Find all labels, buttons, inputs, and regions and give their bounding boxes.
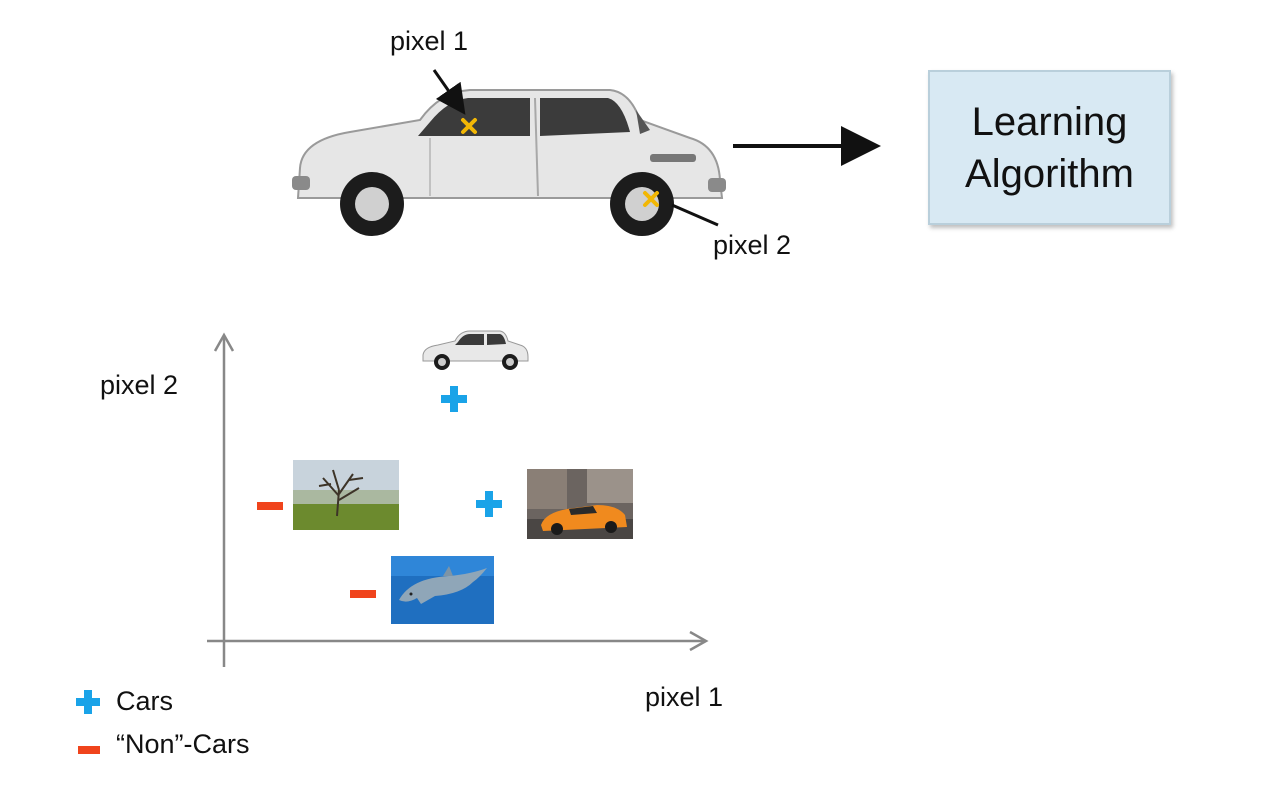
pixel2-marker-icon <box>642 190 660 208</box>
legend-label-cars: Cars <box>116 686 174 716</box>
legend-label-non-cars: “Non”-Cars <box>116 729 250 759</box>
x-axis-label: pixel 1 <box>645 682 724 712</box>
sample-image-dolphin <box>391 556 494 624</box>
sample-minus-icon-1 <box>257 498 283 510</box>
legend-minus-icon <box>78 741 100 754</box>
car-image-large <box>290 80 730 245</box>
sample-plus-icon-2 <box>474 489 504 519</box>
learning-algorithm-box: Learning Algorithm <box>928 70 1171 225</box>
pixel2-pointer-line <box>671 203 719 227</box>
y-axis-arrowhead <box>213 332 235 352</box>
sample-image-tree <box>293 460 399 530</box>
legend-plus-icon <box>74 688 102 716</box>
pixel2-label: pixel 2 <box>713 230 792 260</box>
pixel1-marker-icon <box>460 117 478 135</box>
pixel1-pointer-arrow <box>432 69 466 115</box>
sample-image-small-white-car <box>420 327 530 372</box>
pointer-lines <box>432 69 881 227</box>
pixel1-label: pixel 1 <box>390 26 469 56</box>
sample-plus-icon-1 <box>439 384 469 414</box>
y-axis-label: pixel 2 <box>100 370 179 400</box>
sample-image-orange-sports-car <box>527 469 633 539</box>
algorithm-line2: Algorithm <box>965 151 1134 196</box>
legend: Cars “Non”-Cars <box>74 686 374 772</box>
algorithm-line1: Learning <box>971 99 1128 144</box>
x-axis-arrowhead <box>689 630 709 652</box>
sample-minus-icon-2 <box>350 586 376 598</box>
